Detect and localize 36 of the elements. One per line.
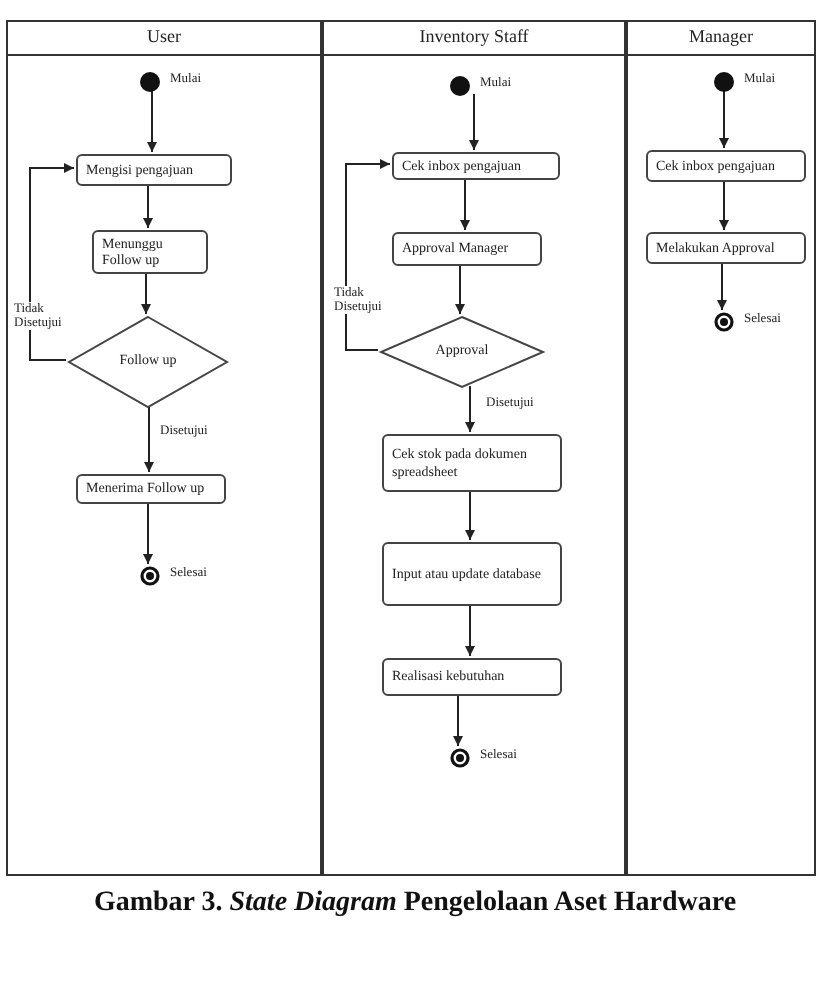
decision-diamond xyxy=(68,316,228,408)
transition-arrow xyxy=(465,603,475,657)
state-box xyxy=(76,154,232,186)
swimlane xyxy=(322,20,626,876)
transition-arrow xyxy=(465,385,475,433)
transition-arrow xyxy=(345,159,391,351)
swimlane xyxy=(626,20,816,876)
lane-title: Manager xyxy=(687,26,755,46)
transition-arrow xyxy=(147,89,157,153)
decision-diamond xyxy=(380,316,544,388)
transition-arrow xyxy=(460,177,470,231)
transition-arrow xyxy=(29,163,75,361)
transition-arrow xyxy=(469,93,479,151)
transition-arrow xyxy=(141,271,151,315)
state-box xyxy=(392,152,560,180)
transition-arrow xyxy=(143,183,153,229)
transition-arrow xyxy=(455,263,465,315)
state-box xyxy=(382,542,562,606)
state-box xyxy=(76,474,226,504)
state-box xyxy=(646,150,806,182)
transition-arrow xyxy=(144,405,154,473)
lane-title: Inventory Staff xyxy=(417,26,531,46)
swimlane xyxy=(6,20,322,876)
transition-arrow xyxy=(717,261,727,311)
transition-arrow xyxy=(453,693,463,747)
transition-arrow xyxy=(143,501,153,565)
transition-arrow xyxy=(719,179,729,231)
state-box xyxy=(92,230,208,274)
state-box xyxy=(392,232,542,266)
transition-arrow xyxy=(465,489,475,541)
state-box xyxy=(382,434,562,492)
transition-arrow xyxy=(719,89,729,149)
state-box xyxy=(646,232,806,264)
lane-title: User xyxy=(145,26,183,46)
figure-caption: Gambar 3. State Diagram Pengelolaan Aset Hardware xyxy=(91,888,739,922)
state-box xyxy=(382,658,562,696)
